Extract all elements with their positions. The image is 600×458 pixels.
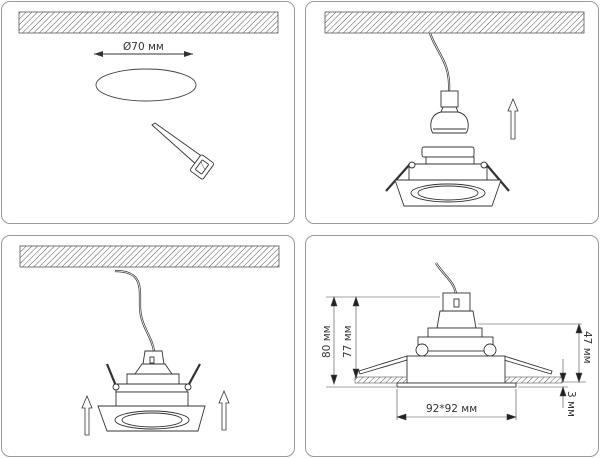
body-height-label: 47 мм	[581, 331, 593, 364]
total-height-label: 80 мм	[321, 325, 333, 358]
saw-icon	[151, 122, 215, 180]
step-3-panel	[1, 235, 295, 457]
step-1-panel: Ø70 мм	[1, 1, 295, 224]
up-arrow-right-icon	[218, 389, 230, 431]
step-4-drawing: 80 мм 77 мм 47 мм 3 мм 92*92 мм	[321, 262, 593, 421]
frame-thickness-label: 3 мм	[565, 391, 577, 417]
hole-diameter-label: Ø70 мм	[123, 41, 164, 53]
step-4-dimensions-panel: 80 мм 77 мм 47 мм 3 мм 92*92 мм	[305, 235, 599, 457]
step-2-drawing	[324, 11, 585, 207]
up-arrow-left-icon	[81, 394, 93, 436]
wire	[114, 269, 156, 352]
recess-height-label: 77 мм	[342, 325, 354, 358]
hole-ellipse	[95, 68, 197, 102]
diameter-dimension	[94, 51, 193, 57]
lamp-icon	[430, 90, 469, 134]
dimension-lines	[326, 296, 586, 421]
step-3-drawing	[19, 245, 280, 436]
fixture-with-lamp-icon	[97, 350, 206, 432]
up-arrow-icon	[507, 97, 519, 140]
fixture-icon	[385, 146, 510, 207]
wire	[428, 32, 451, 93]
ceiling-hatch	[324, 11, 585, 34]
step-1-drawing: Ø70 мм	[18, 11, 279, 180]
frame-size-label: 92*92 мм	[426, 403, 477, 415]
step-2-panel	[305, 1, 599, 224]
ceiling-hatch	[18, 11, 279, 34]
ceiling-hatch	[19, 245, 280, 268]
fixture-side-view	[354, 292, 563, 388]
